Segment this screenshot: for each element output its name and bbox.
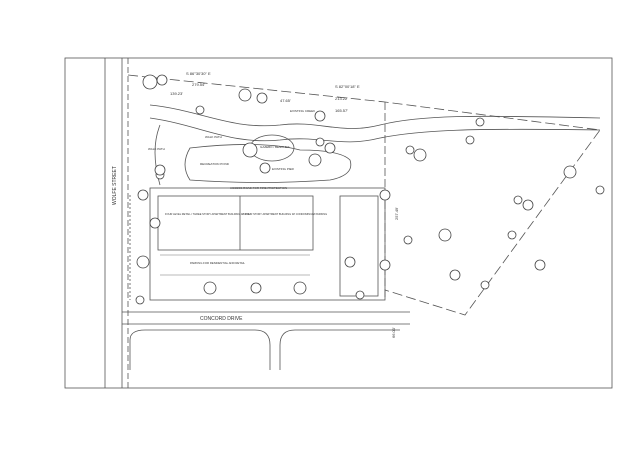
bearing-1: S 86°30'30" E	[186, 71, 211, 76]
tree-icon	[413, 148, 427, 162]
tree-icon	[154, 164, 166, 176]
tree-icon	[137, 189, 149, 201]
building-1-label: FOUR LEVEL RETAIL / THREE STORY APARTMEN…	[165, 212, 250, 216]
tree-icon	[449, 269, 461, 281]
tree-icon	[595, 185, 605, 195]
tree-icon	[256, 92, 268, 104]
tree-icon	[379, 259, 391, 271]
walk-path-label: WALK PATH	[148, 147, 165, 151]
existing-creek-label: EXISTING CREEK	[290, 109, 315, 113]
recreation-pond-label: RECREATION POND	[200, 162, 230, 166]
tree-icon	[195, 105, 205, 115]
tree-icon	[135, 295, 145, 305]
tree-icon	[242, 142, 258, 158]
walk-path-label: WALK PATH	[205, 135, 222, 139]
tree-icon	[324, 142, 336, 154]
tree-icon	[314, 110, 326, 122]
tree-icon	[308, 153, 322, 167]
tree-icon	[379, 189, 391, 201]
gazebo-label: GAZEBO / BENCHES	[260, 145, 290, 149]
tree-icon	[293, 281, 307, 295]
dim-7: 66.00'	[391, 327, 396, 338]
tree-icon	[438, 228, 452, 242]
tree-icon	[534, 259, 546, 271]
tree-icon	[475, 117, 485, 127]
dim-2: 139.23'	[170, 91, 183, 96]
property-line	[127, 74, 601, 316]
tree-icon	[259, 162, 271, 174]
tree-icon	[136, 255, 150, 269]
dim-1: 279.54'	[192, 82, 205, 87]
access-road-label: ACCESS ROAD FOR FIRE PROTECTION	[230, 186, 287, 190]
development-area	[149, 187, 386, 301]
building-2-label: FOUR STORY APARTMENT BUILDING W/ CONDOMI…	[245, 212, 327, 216]
creek	[149, 104, 601, 129]
bearing-2: S 82°00'18" E	[335, 84, 360, 89]
pier-label: EXISTING PIER	[272, 167, 295, 171]
tree-icon	[507, 230, 517, 240]
building-retail-apartments	[157, 195, 314, 251]
tree-icon	[465, 135, 475, 145]
tree-icon	[250, 282, 262, 294]
walk-path	[154, 124, 161, 186]
tree-icon	[522, 199, 534, 211]
tree-icon	[403, 235, 413, 245]
tree-icon	[344, 256, 356, 268]
parking-stalls	[160, 254, 310, 276]
tree-icon	[149, 217, 161, 229]
dim-3: 47.65'	[280, 98, 291, 103]
dim-5: 165.57'	[335, 108, 348, 113]
wolfe-street-label: WOLFE STREET	[112, 166, 118, 205]
tree-icon	[238, 88, 252, 102]
tree-icon	[315, 137, 325, 147]
tree-icon	[156, 74, 168, 86]
tree-icon	[563, 165, 577, 179]
tree-icon	[203, 281, 217, 295]
lot-outline	[129, 329, 271, 370]
tree-icon	[480, 280, 490, 290]
tree-icon	[355, 290, 365, 300]
dim-6: 257.49'	[394, 207, 399, 220]
tree-icon	[142, 74, 158, 90]
tree-icon	[405, 145, 415, 155]
sheet-border	[64, 57, 613, 389]
parking-side	[339, 195, 379, 297]
parking-label: PARKING FOR RESIDENTIAL AND RETAIL	[190, 261, 245, 265]
dim-4: 213.22'	[335, 96, 348, 101]
concord-drive-label: CONCORD DRIVE	[200, 316, 243, 322]
recreation-pond	[184, 144, 352, 183]
lot-outline	[279, 329, 400, 370]
tree-icon	[513, 195, 523, 205]
